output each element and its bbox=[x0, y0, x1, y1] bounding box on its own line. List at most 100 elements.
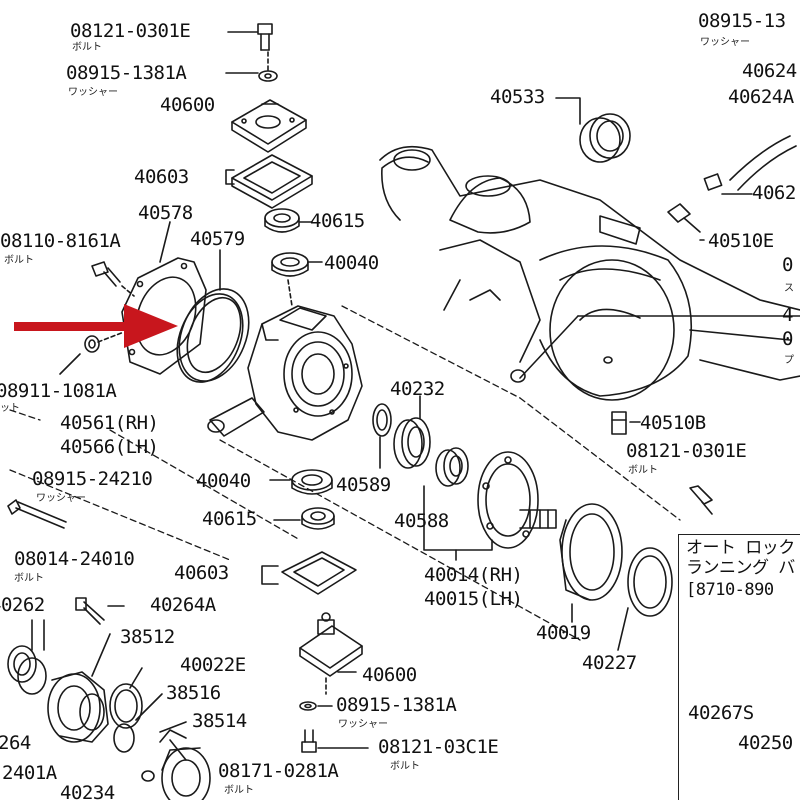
nut-08911 bbox=[84, 335, 100, 353]
label-40624: 40624 bbox=[742, 60, 797, 82]
bolt-08110 bbox=[91, 261, 121, 287]
label-40262: 40262 bbox=[0, 594, 45, 616]
washer-08915-top bbox=[258, 70, 278, 82]
label-40589: 40589 bbox=[336, 474, 391, 496]
label-40019: 40019 bbox=[536, 622, 591, 644]
label-40600-top: 40600 bbox=[160, 94, 215, 116]
plate-40600-top bbox=[231, 99, 307, 153]
label-right-4: 4 bbox=[782, 304, 793, 326]
auto-lock-inset bbox=[678, 534, 800, 800]
label-40015: 40015(LH) bbox=[424, 588, 523, 610]
label-washer-bot: ワッシャー bbox=[338, 719, 388, 730]
ring-40022E bbox=[109, 683, 143, 729]
bolt-08121-bot bbox=[301, 729, 317, 753]
label-40510E: 40510E bbox=[708, 230, 774, 252]
label-40603-bot: 40603 bbox=[174, 562, 229, 584]
label-40040-top: 40040 bbox=[324, 252, 379, 274]
snap-38514 bbox=[159, 729, 187, 761]
label-40264: 264 bbox=[0, 732, 31, 754]
label-bolt-bot: ボルト bbox=[224, 785, 254, 796]
label-08171-0281A: 08171-0281A bbox=[218, 760, 339, 782]
label-40232: 40232 bbox=[390, 378, 445, 400]
label-bolt-left: ボルト bbox=[4, 255, 34, 266]
label-08121-0301E-right: 08121-0301E bbox=[626, 440, 747, 462]
label-bolt-right: ボルト bbox=[628, 465, 658, 476]
label-38516: 38516 bbox=[166, 682, 221, 704]
fitting-40510E bbox=[667, 203, 701, 233]
hub-38512 bbox=[47, 671, 109, 743]
seal-40533 bbox=[579, 113, 631, 163]
label-nut-left: ット bbox=[0, 403, 20, 414]
label-40600-bot: 40600 bbox=[362, 664, 417, 686]
bearing-40588 bbox=[435, 447, 469, 487]
axle-housing bbox=[379, 145, 800, 401]
red-arrow-icon bbox=[14, 304, 178, 348]
label-40624A: 40624A bbox=[728, 86, 794, 108]
label-08121-03C1E: 08121-03C1E bbox=[378, 736, 499, 758]
gasket-40262 bbox=[7, 645, 47, 695]
label-40264A: 40264A bbox=[150, 594, 216, 616]
label-08915-1381A-top: 08915-1381A bbox=[66, 62, 187, 84]
label-40250: 40250 bbox=[738, 732, 793, 754]
bolt-08121-top bbox=[257, 23, 273, 51]
label-40227: 40227 bbox=[582, 652, 637, 674]
label-washer-mid: ワッシャー bbox=[36, 493, 86, 504]
label-bolt-top: ボルト bbox=[72, 42, 102, 53]
fitting-40510B bbox=[611, 411, 627, 435]
label-40267S: 40267S bbox=[688, 702, 754, 724]
label-40040-mid: 40040 bbox=[196, 470, 251, 492]
cover-40019 bbox=[559, 503, 623, 601]
ring-38516 bbox=[113, 723, 135, 753]
inset-title-3: [8710-890 bbox=[686, 580, 774, 600]
label-2401A: 2401A bbox=[2, 762, 57, 784]
label-40533: 40533 bbox=[490, 86, 545, 108]
label-08915-24210: 08915-24210 bbox=[32, 468, 153, 490]
bearing-40232 bbox=[393, 417, 431, 469]
label-38512: 38512 bbox=[120, 626, 175, 648]
gasket-40603-top bbox=[231, 154, 313, 209]
label-40014: 40014(RH) bbox=[424, 564, 523, 586]
seal-40615-mid bbox=[301, 507, 335, 530]
label-40566: 40566(LH) bbox=[60, 436, 159, 458]
bolt-40264A bbox=[75, 597, 105, 625]
hose-4062 bbox=[703, 135, 797, 191]
label-bolt-bot2: ボルト bbox=[390, 761, 420, 772]
seal-40615-top bbox=[264, 208, 300, 233]
label-washer-top: ワッシャー bbox=[68, 87, 118, 98]
bearing-40040-top bbox=[271, 252, 309, 277]
knuckle-40561 bbox=[207, 305, 363, 441]
label-40615-mid: 40615 bbox=[202, 508, 257, 530]
bolt-08014 bbox=[7, 499, 67, 529]
gasket-40603-bot bbox=[281, 551, 357, 595]
label-right-0: 0 bbox=[782, 328, 793, 350]
label-4062: 4062 bbox=[752, 182, 796, 204]
label-right-0b: 0 bbox=[782, 254, 793, 276]
label-08915-tr: 08915-13 bbox=[698, 10, 786, 32]
label-40588: 40588 bbox=[394, 510, 449, 532]
label-38514: 38514 bbox=[192, 710, 247, 732]
label-right-su: ス bbox=[784, 283, 794, 294]
nut-2401A bbox=[141, 770, 155, 782]
seal-40579 bbox=[176, 288, 250, 383]
label-08915-1381A-bot: 08915-1381A bbox=[336, 694, 457, 716]
label-right-pu: プ bbox=[784, 355, 794, 366]
cap-40234 bbox=[161, 747, 211, 800]
label-08911-1081A: 08911-1081A bbox=[0, 380, 117, 402]
label-40561: 40561(RH) bbox=[60, 412, 159, 434]
label-40510B: 40510B bbox=[640, 412, 706, 434]
label-40603-top: 40603 bbox=[134, 166, 189, 188]
hub-40014 bbox=[477, 451, 557, 549]
washer-08915-bot bbox=[299, 701, 317, 711]
label-08014-24010: 08014-24010 bbox=[14, 548, 135, 570]
plate-40600-bot bbox=[299, 612, 363, 677]
seal-40589 bbox=[372, 403, 392, 437]
inset-title-1: オート ロック bbox=[686, 538, 795, 558]
label-40234: 40234 bbox=[60, 782, 115, 800]
label-40615-top: 40615 bbox=[310, 210, 365, 232]
label-bolt-mid: ボルト bbox=[14, 573, 44, 584]
label-40022E: 40022E bbox=[180, 654, 246, 676]
label-40579: 40579 bbox=[190, 228, 245, 250]
label-08121-0301E-top: 08121-0301E bbox=[70, 20, 191, 42]
